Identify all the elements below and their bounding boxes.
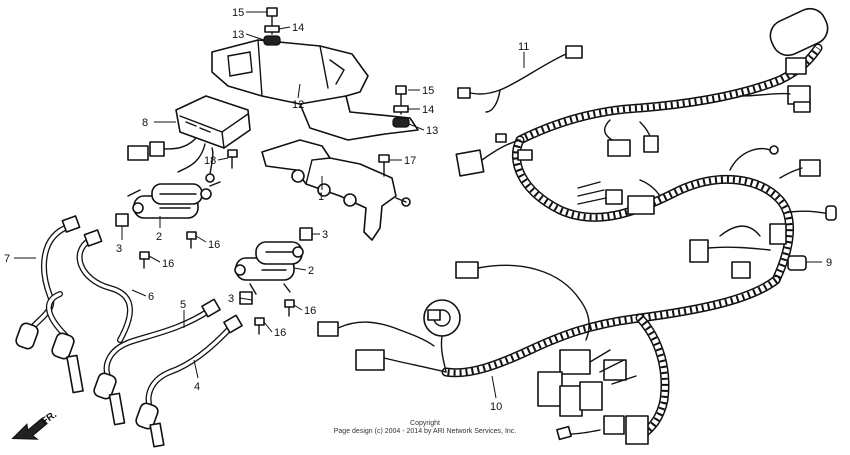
callout-16-upper-a: 16	[208, 239, 220, 251]
callout-2-upper: 2	[156, 231, 162, 243]
callout-3-lower-b: 3	[228, 293, 234, 305]
callout-15-right: 15	[422, 85, 434, 97]
part-4-plug-cord[interactable]	[134, 314, 243, 448]
callout-8: 8	[142, 117, 148, 129]
copyright-notice: Page design (c) 2004 - 2014 by ARI Netwo…	[333, 428, 517, 435]
callout-3-upper: 3	[116, 243, 122, 255]
part-3-cap-lower-a[interactable]	[299, 227, 313, 241]
callout-6: 6	[148, 291, 154, 303]
leader-lines	[14, 11, 822, 399]
callout-13-right: 13	[426, 125, 438, 137]
callout-11: 11	[518, 41, 529, 53]
part-14-nut-right[interactable]	[393, 105, 409, 113]
part-2-ignition-coil-lower[interactable]	[234, 241, 304, 295]
part-9-clip[interactable]	[787, 255, 807, 271]
callout-15-top: 15	[232, 7, 244, 19]
part-2-ignition-coil-upper[interactable]	[127, 181, 221, 219]
callout-5: 5	[180, 299, 186, 311]
callout-10: 10	[490, 401, 502, 413]
callout-16-upper-b: 16	[162, 258, 174, 270]
part-12-bracket[interactable]	[211, 39, 419, 141]
callout-1: 1	[318, 191, 324, 203]
callout-numbers: 15 14 13 12 15 14 13 8 18 17 1 11 2 3 16…	[4, 7, 832, 413]
part-16-bolt-lower-b[interactable]	[254, 317, 265, 335]
callout-3-lower-a: 3	[322, 229, 328, 241]
part-11-sub-harness[interactable]	[457, 45, 583, 113]
part-16-bolt-upper-b[interactable]	[139, 251, 150, 269]
part-5-plug-cord[interactable]	[92, 298, 221, 426]
callout-13-top: 13	[232, 29, 244, 41]
callout-14-right: 14	[422, 104, 434, 116]
callout-2-lower: 2	[308, 265, 314, 277]
callout-4: 4	[194, 381, 200, 393]
part-1-stay[interactable]	[261, 139, 411, 241]
part-7-plug-cord[interactable]	[14, 215, 81, 350]
front-direction-indicator: FR.	[11, 409, 59, 440]
part-10-main-harness[interactable]	[317, 3, 837, 445]
callout-17: 17	[404, 155, 416, 167]
callout-12: 12	[292, 99, 304, 111]
part-16-bolt-lower-a[interactable]	[284, 299, 295, 317]
part-17-bolt[interactable]	[378, 154, 390, 177]
part-13-grommet-top[interactable]	[263, 35, 281, 46]
callout-16-lower-b: 16	[274, 327, 286, 339]
part-18-bolt[interactable]	[227, 149, 238, 169]
callout-7: 7	[4, 253, 10, 265]
part-6-plug-cord[interactable]	[46, 229, 133, 394]
copyright-label: Copyright	[410, 420, 440, 427]
callout-14-top: 14	[292, 22, 304, 34]
callout-18: 18	[204, 155, 216, 167]
part-14-nut-top[interactable]	[264, 25, 280, 33]
front-arrow-icon	[11, 417, 48, 440]
part-13-grommet-right[interactable]	[392, 117, 410, 128]
part-16-bolt-upper-a[interactable]	[186, 231, 197, 249]
callout-9: 9	[826, 257, 832, 269]
callout-16-lower-a: 16	[304, 305, 316, 317]
part-8-regulator[interactable]	[127, 95, 251, 183]
part-3-cap-upper[interactable]	[115, 213, 129, 227]
